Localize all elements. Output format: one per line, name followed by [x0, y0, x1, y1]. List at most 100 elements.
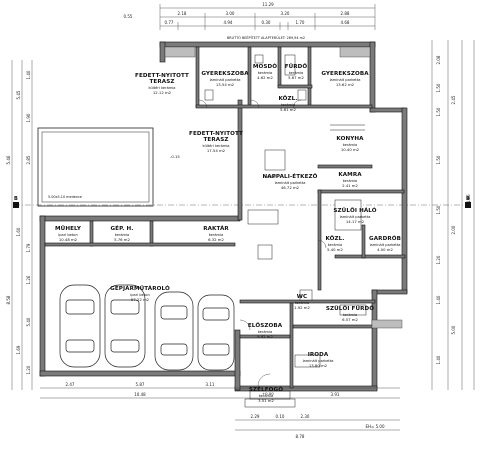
- bottom-dim: 2.30: [301, 414, 310, 419]
- top-dim: 4.68: [341, 20, 350, 25]
- svg-text:laminált parketta: laminált parketta: [210, 78, 241, 82]
- right-dim: 1.40: [436, 295, 441, 304]
- left-dim: 1.79: [26, 243, 31, 252]
- svg-text:KÖZL.: KÖZL.: [325, 235, 344, 242]
- room-label-raktar: RAKTÁR kerámia 6.32 m2: [203, 225, 229, 242]
- svg-text:kerámia: kerámia: [295, 301, 310, 305]
- room-label-kamra: KAMRA kerámia 2.41 m2: [338, 172, 362, 188]
- bottom-dim: 0.10: [276, 414, 285, 419]
- svg-text:13.80 m2: 13.80 m2: [309, 363, 328, 368]
- room-label-gep: GÉP. H. kerámia 5.76 m2: [110, 224, 133, 242]
- exterior-walls: [39, 41, 408, 392]
- svg-text:5.61 m2: 5.61 m2: [280, 107, 296, 112]
- svg-text:kerámia: kerámia: [289, 71, 304, 75]
- room-label-szulo-halo: SZÜLŐI HÁLÓ laminált parketta 14.17 m2: [333, 207, 376, 224]
- top-dim: 3.20: [281, 11, 290, 16]
- right-dim: 1.20: [436, 255, 441, 264]
- svg-text:GYEREKSZOBA: GYEREKSZOBA: [321, 71, 369, 77]
- svg-text:laminált parketta: laminált parketta: [303, 359, 334, 363]
- svg-text:laminált parketta: laminált parketta: [275, 181, 306, 185]
- right-dim: 1.50: [436, 107, 441, 116]
- right-dim: 2.00: [451, 225, 456, 234]
- left-dim: 1.20: [26, 365, 31, 374]
- entry-steps: [244, 390, 296, 408]
- room-label-furdo: FÜRDŐ kerámia 5.67 m2: [285, 63, 308, 80]
- car-2: [104, 284, 146, 368]
- axis-label-right: B: [466, 196, 470, 202]
- right-dimensions: 2.08 1.50 1.50 2.45 1.50 1.50 2.00 1.20 …: [431, 40, 475, 390]
- room-label-terasz-1: FEDETT-NYITOTT TERASZ kültéri kerámia 12…: [135, 73, 189, 95]
- svg-text:2.41 m2: 2.41 m2: [342, 183, 358, 188]
- svg-text:13.62 m2: 13.62 m2: [336, 82, 355, 87]
- svg-text:GARDRÓB: GARDRÓB: [369, 235, 401, 242]
- bottom-dim: 3.91: [331, 392, 340, 397]
- top-dim: 4.94: [224, 20, 233, 25]
- bottom-dim: 10.48: [134, 392, 146, 397]
- right-dim: 2.45: [451, 95, 456, 104]
- bottom-dim: 2.47: [66, 382, 75, 387]
- svg-text:kerámia: kerámia: [343, 143, 358, 147]
- room-label-wc: WC kerámia 1.92 m2: [294, 294, 310, 310]
- room-label-nappali: NAPPALI-ÉTKEZŐ laminált parketta 46.72 m…: [263, 172, 318, 190]
- svg-text:KAMRA: KAMRA: [338, 172, 362, 178]
- svg-text:KONYHA: KONYHA: [336, 136, 364, 142]
- right-dim-overall: 21.65: [466, 194, 471, 206]
- left-dim: 1.60: [16, 227, 21, 236]
- level-mark: +0.00: [262, 391, 274, 396]
- svg-text:6.32 m2: 6.32 m2: [208, 237, 224, 242]
- top-dim-left: 0.55: [124, 14, 133, 19]
- room-label-gardrob: GARDRÓB laminált parketta 4.00 m2: [369, 235, 401, 252]
- svg-text:SZÉLFOGÓ: SZÉLFOGÓ: [249, 385, 283, 393]
- svg-text:10.40 m2: 10.40 m2: [341, 147, 360, 152]
- svg-text:GÉP. H.: GÉP. H.: [110, 224, 133, 232]
- svg-text:WC: WC: [297, 294, 307, 300]
- room-labels: GYEREKSZOBA laminált parketta 13.54 m2 M…: [55, 63, 401, 403]
- level-marks: ±0.00 -0.15 +0.00: [170, 154, 276, 396]
- svg-text:kültéri kerámia: kültéri kerámia: [202, 144, 229, 148]
- svg-text:kerámia: kerámia: [343, 313, 358, 317]
- room-label-kozl-2: KÖZL. kerámia 5.40 m2: [325, 235, 344, 252]
- left-dim: 1.90: [26, 113, 31, 122]
- svg-text:17.54 m2: 17.54 m2: [207, 148, 226, 153]
- svg-text:4.00 m2: 4.00 m2: [377, 247, 393, 252]
- svg-text:FÜRDŐ: FÜRDŐ: [285, 63, 308, 70]
- left-dim: 1.26: [26, 275, 31, 284]
- fixtures: [204, 54, 367, 368]
- right-dim: 1.50: [436, 205, 441, 214]
- right-dim: 5.00: [451, 325, 456, 334]
- top-dim: 2.88: [341, 11, 350, 16]
- left-dim: 1.69: [16, 345, 21, 354]
- axis-label-left: B: [14, 196, 18, 202]
- room-label-konyha: KONYHA kerámia 10.40 m2: [336, 136, 364, 152]
- bottom-dim: 2.29: [251, 414, 260, 419]
- right-dim: 1.50: [436, 83, 441, 92]
- svg-text:SZÜLŐI FÜRDŐ: SZÜLŐI FÜRDŐ: [326, 305, 374, 312]
- left-dim: 2.85: [26, 155, 31, 164]
- svg-text:kerámia: kerámia: [258, 330, 273, 334]
- svg-text:9.92 m2: 9.92 m2: [257, 334, 273, 339]
- svg-text:kültéri kerámia: kültéri kerámia: [148, 86, 175, 90]
- svg-text:5.40 m2: 5.40 m2: [327, 247, 343, 252]
- svg-text:TERASZ: TERASZ: [150, 79, 175, 85]
- room-label-garazs: GÉPJÁRMŰTÁROLÓ ipari beton 57.22 m2: [110, 284, 170, 302]
- left-dim: 5.46: [6, 155, 11, 164]
- top-dim: 0.30: [262, 20, 271, 25]
- svg-text:10.48 m2: 10.48 m2: [59, 237, 78, 242]
- svg-text:RAKTÁR: RAKTÁR: [203, 225, 229, 232]
- room-label-szelfogo: SZÉLFOGÓ kerámia 3.51 m2: [249, 385, 283, 403]
- room-label-kozl-1: KÖZL. kerámia 5.61 m2: [278, 95, 297, 112]
- room-label-iroda: IRODA laminált parketta 13.80 m2: [303, 352, 334, 368]
- pool-label: 5.00x5.10 medence: [48, 195, 82, 199]
- svg-text:SZÜLŐI HÁLÓ: SZÜLŐI HÁLÓ: [333, 207, 376, 214]
- left-dim: 5.40: [26, 317, 31, 326]
- svg-text:kerámia: kerámia: [281, 103, 296, 107]
- svg-text:12.12 m2: 12.12 m2: [153, 90, 172, 95]
- hatched-sections: [164, 46, 403, 329]
- svg-text:3.51 m2: 3.51 m2: [258, 398, 274, 403]
- left-dimensions: 5.45 1.40 1.90 2.85 1.60 1.79 5.46 1.26 …: [6, 60, 33, 390]
- top-dim-overall: 11.29: [262, 2, 274, 7]
- room-label-gyerekszoba-2: GYEREKSZOBA laminált parketta 13.62 m2: [321, 71, 369, 87]
- room-label-szulo-furdo: SZÜLŐI FÜRDŐ kerámia 6.57 m2: [326, 305, 374, 322]
- svg-text:ipari beton: ipari beton: [58, 233, 77, 237]
